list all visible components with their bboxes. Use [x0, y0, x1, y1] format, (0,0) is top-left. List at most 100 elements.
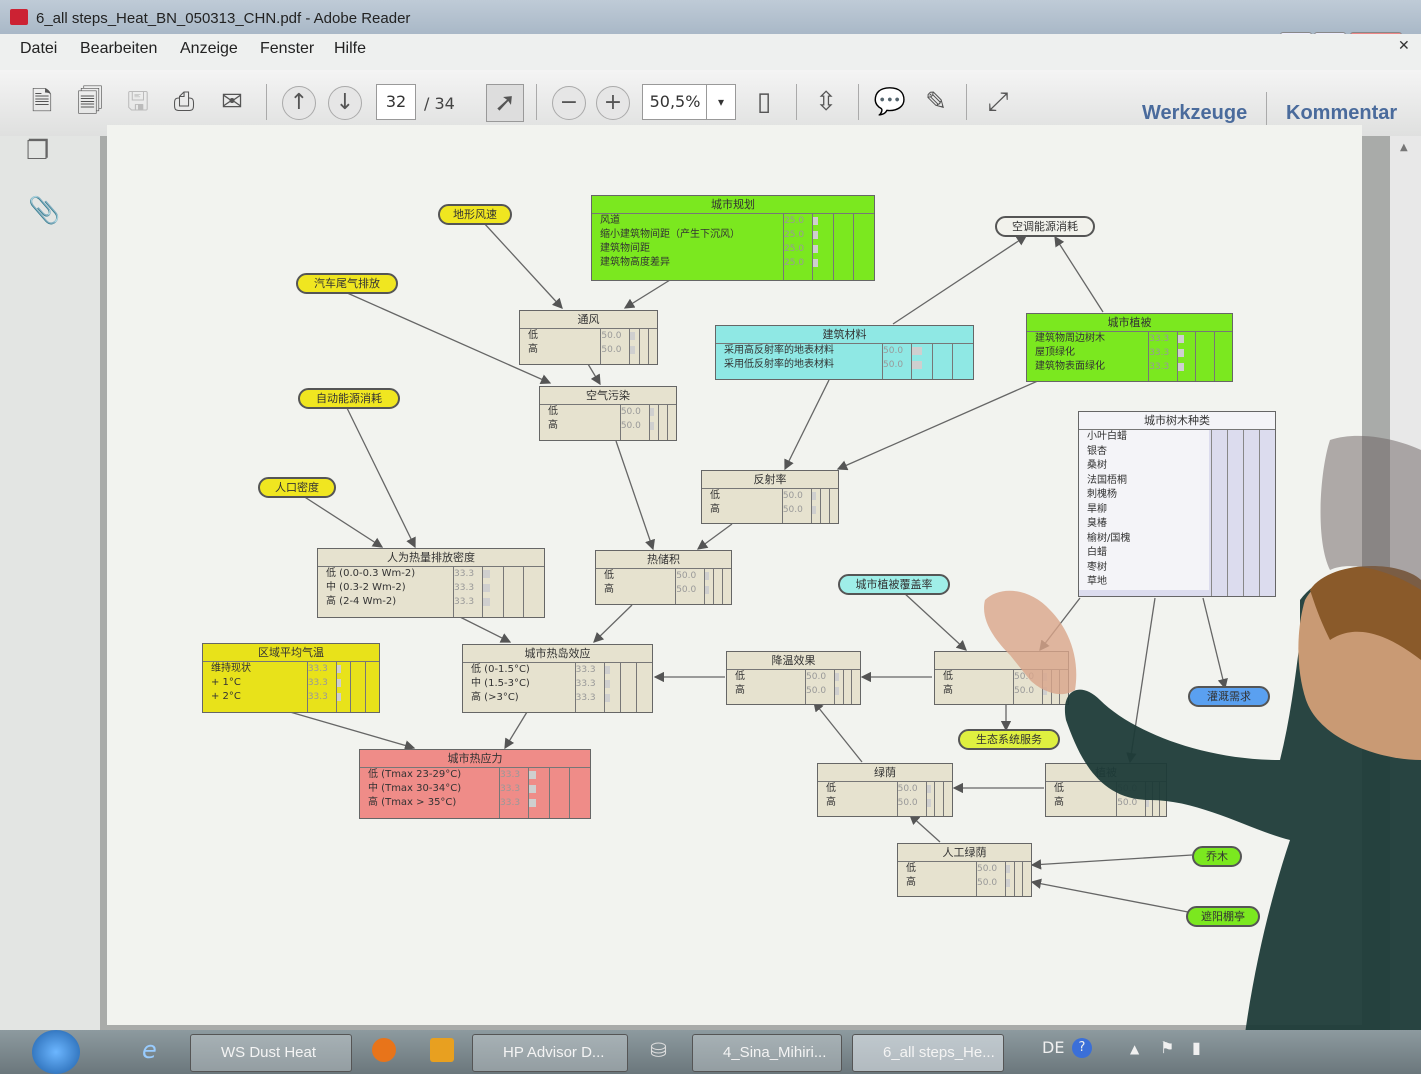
vertical-scrollbar[interactable]: ▲	[1390, 136, 1421, 1036]
menu-edit[interactable]: Bearbeiten	[80, 40, 158, 57]
close-doc-icon[interactable]: ✕	[1398, 38, 1410, 54]
node-state-row: 低	[727, 670, 860, 684]
belief-bar	[1178, 363, 1184, 371]
belief-bar	[604, 680, 610, 688]
belief-bar	[1178, 349, 1184, 357]
tree-species-item: 桑树	[1079, 459, 1209, 474]
zoom-input[interactable]: 50,5%	[642, 84, 708, 120]
firefox-icon[interactable]	[372, 1038, 396, 1062]
next-page-icon[interactable]: ↓	[328, 86, 362, 120]
menu-file[interactable]: Datei	[20, 40, 58, 57]
node-title: 空气污染	[540, 387, 676, 405]
print-icon[interactable]: ⎙	[173, 87, 195, 117]
zoom-in-icon[interactable]: +	[596, 86, 630, 120]
prev-page-icon[interactable]: ↑	[282, 86, 316, 120]
node-state-row: 低 (0-1.5°C)	[463, 663, 652, 677]
node-state-row: 高 (2-4 Wm-2)	[318, 595, 544, 609]
power-icon[interactable]: ▮	[1192, 1038, 1201, 1057]
media-icon[interactable]	[430, 1038, 454, 1062]
taskbar-item-pdf[interactable]: 6_all steps_He...	[852, 1034, 1004, 1072]
highlight-icon[interactable]: ✎	[925, 87, 947, 117]
node-state-row: 高	[596, 583, 731, 597]
node-state-row: 低	[702, 489, 838, 503]
open-icon[interactable]: 🗎	[31, 87, 53, 117]
state-value: 50.0	[620, 407, 641, 417]
menu-view[interactable]: Anzeige	[180, 40, 238, 57]
taskbar-item-ws-dust-heat[interactable]: WS Dust Heat	[190, 1034, 352, 1072]
taskbar-item-sina[interactable]: 4_Sina_Mihiri...	[692, 1034, 842, 1072]
node-state-row: 中 (Tmax 30-34°C)	[360, 782, 590, 796]
menu-help[interactable]: Hilfe	[334, 40, 367, 57]
help-icon[interactable]: ?	[1072, 1038, 1092, 1058]
start-button[interactable]	[32, 1030, 80, 1074]
attachment-icon[interactable]: 📎	[28, 196, 61, 226]
state-label: 中 (1.5-3°C)	[471, 678, 530, 689]
comment-pane-button[interactable]: Kommentar	[1286, 102, 1398, 124]
state-label: 低 (0.0-0.3 Wm-2)	[326, 568, 416, 579]
action-center-icon[interactable]: ⚑	[1160, 1038, 1175, 1057]
state-label: 低	[548, 406, 558, 417]
taskbar-item-hp-advisor[interactable]: HP Advisor D...	[472, 1034, 628, 1072]
email-icon[interactable]: ✉	[221, 87, 243, 117]
save-icon[interactable]: 🖫	[126, 87, 150, 117]
select-tool-icon[interactable]: ➚	[486, 84, 524, 122]
belief-bar	[813, 245, 818, 253]
belief-bar	[336, 679, 342, 687]
tools-pane-button[interactable]: Werkzeuge	[1142, 102, 1248, 124]
node-title: 城市热应力	[360, 750, 590, 768]
node-title: 人为热量排放密度	[318, 549, 544, 567]
zoom-dropdown-icon[interactable]: ▾	[706, 84, 736, 120]
belief-bar	[483, 584, 490, 592]
belief-bar	[1178, 335, 1184, 343]
create-pdf-icon[interactable]: 🗐	[77, 87, 103, 117]
state-label: 低	[943, 671, 953, 682]
navigation-pane: ❐ 📎	[0, 136, 100, 1036]
state-value: 50.0	[782, 491, 803, 501]
state-label: 低 (0-1.5°C)	[471, 664, 530, 675]
node-urban-heat-island: 城市热岛效应低 (0-1.5°C)中 (1.5-3°C)高 (>3°C)33.3…	[462, 644, 653, 713]
node-title: 植被	[1046, 764, 1166, 782]
node-state-row: 低	[935, 670, 1068, 684]
menu-window[interactable]: Fenster	[260, 40, 315, 57]
state-value: 33.3	[454, 569, 475, 579]
scroll-mode-icon[interactable]: ⇳	[815, 87, 837, 117]
state-value: 50.0	[897, 798, 918, 808]
state-label: 采用高反射率的地表材料	[724, 345, 834, 356]
state-label: 高	[943, 685, 953, 696]
state-label: 高	[1054, 797, 1064, 808]
fullscreen-icon[interactable]: ⤢	[987, 87, 1009, 117]
network-app-icon[interactable]: ⛁	[650, 1038, 667, 1062]
state-value: 25.0	[784, 244, 805, 254]
oval-ecosystem: 生态系统服务	[958, 729, 1060, 750]
state-label: 风道	[600, 215, 620, 226]
fit-page-icon[interactable]: ▯	[756, 87, 772, 117]
zoom-out-icon[interactable]: −	[552, 86, 586, 120]
page-number-input[interactable]: 32	[376, 84, 416, 120]
state-value: 25.0	[784, 258, 805, 268]
belief-bar	[336, 693, 342, 701]
pages-icon[interactable]: ❐	[26, 136, 50, 166]
node-title: 通风	[520, 311, 657, 329]
node-state-row: 高	[818, 796, 952, 810]
oval-water-demand: 灌溉需求	[1188, 686, 1270, 707]
belief-bar	[705, 586, 710, 594]
state-label: 低	[528, 330, 538, 341]
comment-bubble-icon[interactable]: 💬	[873, 87, 907, 117]
state-label: 建筑物表面绿化	[1035, 361, 1105, 372]
ie-icon[interactable]: e	[142, 1036, 157, 1064]
language-indicator[interactable]: DE	[1042, 1038, 1065, 1057]
state-value: 33.3	[575, 665, 596, 675]
belief-bar	[1043, 673, 1047, 681]
state-value: 50.0	[977, 864, 998, 874]
state-label: 建筑物周边树木	[1035, 333, 1105, 344]
belief-bar	[1006, 879, 1010, 887]
scroll-up-icon[interactable]: ▲	[1400, 142, 1408, 153]
tray-expand-icon[interactable]: ▲	[1130, 1042, 1140, 1056]
node-state-row: + 2°C	[203, 690, 379, 704]
